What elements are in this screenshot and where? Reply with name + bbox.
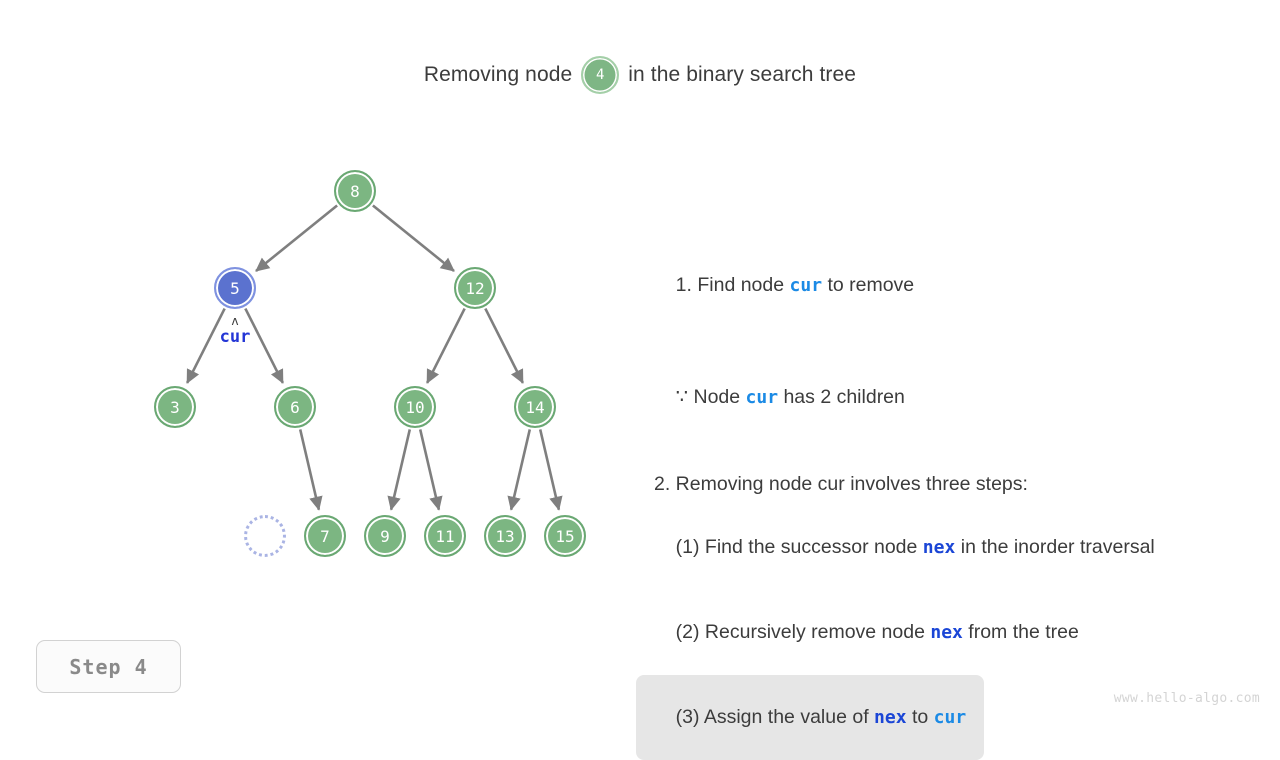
tree-edge bbox=[418, 429, 443, 511]
explain-line-1-b: to remove bbox=[822, 274, 915, 296]
tree-edge bbox=[387, 429, 412, 511]
explain-line-3: 2. Removing node cur involves three step… bbox=[654, 473, 1028, 495]
tree-node: 3 bbox=[154, 386, 196, 428]
spacer bbox=[654, 435, 1264, 472]
explain-substep-2-a: (2) Recursively remove node bbox=[675, 621, 931, 643]
explain-line-2: ∵ Node cur has 2 children bbox=[654, 360, 1264, 435]
explain-substep-3-mid: to bbox=[906, 706, 934, 728]
tree-node: 9 bbox=[364, 515, 406, 557]
tree-node: 5 bbox=[214, 267, 256, 309]
explain-line-1: 1. Find node cur to remove bbox=[654, 248, 1264, 323]
explain-substep-3-highlighted: (3) Assign the value of nex to cur bbox=[636, 675, 985, 760]
explain-line-1-a: 1. Find node bbox=[675, 274, 790, 296]
title-prefix: Removing node bbox=[423, 63, 573, 86]
tree-edge bbox=[507, 429, 532, 511]
tree-edge bbox=[538, 429, 563, 511]
explain-line-2-a: ∵ Node bbox=[675, 386, 746, 408]
keyword-cur: cur bbox=[933, 707, 967, 728]
tree-edge bbox=[372, 204, 455, 273]
keyword-nex: nex bbox=[874, 707, 907, 728]
tree-node-placeholder bbox=[244, 515, 286, 557]
explain-substep-2: (2) Recursively remove node nex from the… bbox=[654, 590, 1264, 675]
tree-node: 7 bbox=[304, 515, 346, 557]
keyword-cur: cur bbox=[745, 387, 779, 408]
explain-substep-2-b: from the tree bbox=[962, 621, 1079, 643]
spacer bbox=[654, 497, 1264, 505]
tree-node: 11 bbox=[424, 515, 466, 557]
title-suffix: in the binary search tree bbox=[628, 63, 857, 86]
tree-node: 6 bbox=[274, 386, 316, 428]
tree-node: 12 bbox=[454, 267, 496, 309]
watermark: www.hello-algo.com bbox=[1113, 691, 1260, 706]
pointer-caret-icon: ʌ bbox=[231, 314, 239, 328]
keyword-nex: nex bbox=[930, 622, 963, 643]
explain-substep-3-a: (3) Assign the value of bbox=[675, 706, 875, 728]
tree-node: 15 bbox=[544, 515, 586, 557]
explain-substep-1-a: (1) Find the successor node bbox=[675, 536, 923, 558]
tree-node: 13 bbox=[484, 515, 526, 557]
cur-pointer-label: ʌ cur bbox=[219, 314, 251, 347]
explain-substep-1: (1) Find the successor node nex in the i… bbox=[654, 505, 1264, 590]
tree-edge-layer bbox=[185, 204, 563, 511]
tree-edge bbox=[298, 429, 323, 511]
tree-edge bbox=[244, 307, 285, 384]
tree-edge bbox=[484, 307, 525, 384]
explain-line-2-b: has 2 children bbox=[778, 386, 905, 408]
step-badge: Step 4 bbox=[36, 640, 181, 693]
pointer-name: cur bbox=[219, 327, 251, 347]
page-title: Removing node 4 in the binary search tre… bbox=[0, 56, 1280, 94]
tree-edge bbox=[425, 307, 466, 384]
tree-node: 10 bbox=[394, 386, 436, 428]
tree-node: 8 bbox=[334, 170, 376, 212]
tree-edge bbox=[185, 307, 226, 384]
spacer bbox=[654, 323, 1264, 360]
explain-substep-1-b: in the inorder traversal bbox=[955, 536, 1155, 558]
keyword-cur: cur bbox=[789, 275, 823, 296]
title-node-badge: 4 bbox=[581, 56, 620, 94]
tree-edges bbox=[185, 204, 563, 511]
tree-edge bbox=[255, 204, 338, 273]
keyword-nex: nex bbox=[922, 537, 956, 558]
tree-node: 14 bbox=[514, 386, 556, 428]
explanation-panel: 1. Find node cur to remove ∵ Node cur ha… bbox=[636, 248, 1264, 760]
